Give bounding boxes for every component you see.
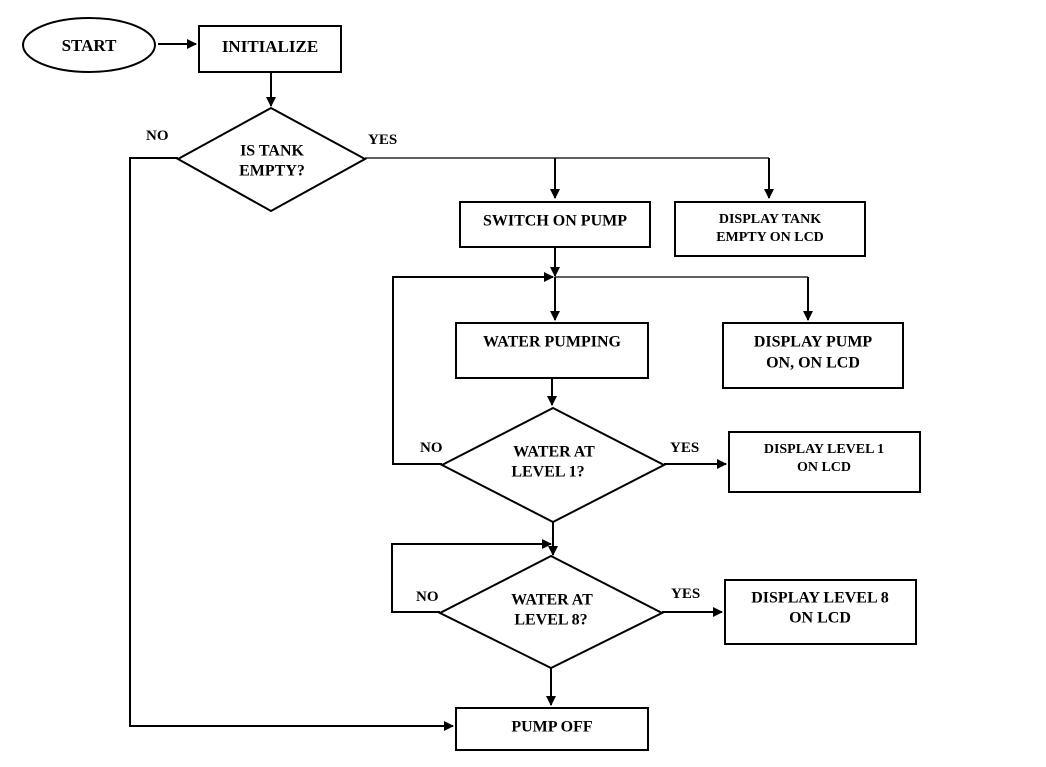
start-label: START bbox=[62, 36, 117, 55]
display-pump-on-line1: DISPLAY PUMP bbox=[754, 334, 873, 351]
display-pump-on-node: DISPLAY PUMP ON, ON LCD bbox=[722, 322, 904, 389]
initialize-node: INITIALIZE bbox=[198, 25, 342, 73]
water-pumping-label: WATER PUMPING bbox=[483, 334, 621, 351]
switch-on-pump-node: SWITCH ON PUMP bbox=[459, 201, 651, 248]
edge-level8-no-loop bbox=[391, 539, 552, 613]
edge-level1-no-loop bbox=[392, 272, 554, 465]
edge-tank-no-to-pumpoff bbox=[129, 157, 454, 731]
tank-no-label: NO bbox=[146, 128, 169, 144]
level1-label-line2: LEVEL 1? bbox=[511, 464, 584, 481]
is-tank-empty-label-line2: EMPTY? bbox=[239, 163, 305, 180]
display-level1-line1: DISPLAY LEVEL 1 bbox=[764, 442, 884, 457]
display-level-1-node: DISPLAY LEVEL 1 ON LCD bbox=[728, 431, 921, 493]
level8-label-line1: WATER AT bbox=[511, 592, 593, 609]
display-level8-line1: DISPLAY LEVEL 8 bbox=[751, 590, 889, 607]
tank-yes-label: YES bbox=[368, 132, 397, 148]
display-level8-line2: ON LCD bbox=[789, 610, 851, 627]
initialize-label: INITIALIZE bbox=[222, 37, 318, 56]
level8-yes-label: YES bbox=[671, 586, 700, 602]
start-node: START bbox=[22, 17, 156, 73]
water-at-level-1-decision: WATER AT LEVEL 1? bbox=[439, 406, 667, 524]
pump-off-label: PUMP OFF bbox=[511, 719, 593, 736]
switch-on-pump-label: SWITCH ON PUMP bbox=[483, 213, 627, 230]
level1-no-label: NO bbox=[420, 440, 443, 456]
level1-yes-label: YES bbox=[670, 440, 699, 456]
is-tank-empty-decision: IS TANK EMPTY? bbox=[175, 106, 368, 213]
level8-no-label: NO bbox=[416, 589, 439, 605]
level1-label-line1: WATER AT bbox=[513, 444, 595, 461]
display-tank-empty-line1: DISPLAY TANK bbox=[719, 212, 821, 227]
display-tank-empty-line2: EMPTY ON LCD bbox=[716, 230, 824, 245]
water-at-level-8-decision: WATER AT LEVEL 8? bbox=[437, 554, 665, 670]
water-pumping-node: WATER PUMPING bbox=[455, 322, 649, 379]
display-pump-on-line2: ON, ON LCD bbox=[766, 355, 860, 372]
display-level1-line2: ON LCD bbox=[797, 460, 851, 475]
pump-off-node: PUMP OFF bbox=[455, 707, 649, 751]
level8-label-line2: LEVEL 8? bbox=[514, 612, 587, 629]
display-level-8-node: DISPLAY LEVEL 8 ON LCD bbox=[724, 579, 917, 645]
is-tank-empty-label-line1: IS TANK bbox=[240, 143, 304, 160]
display-tank-empty-node: DISPLAY TANK EMPTY ON LCD bbox=[674, 201, 866, 257]
